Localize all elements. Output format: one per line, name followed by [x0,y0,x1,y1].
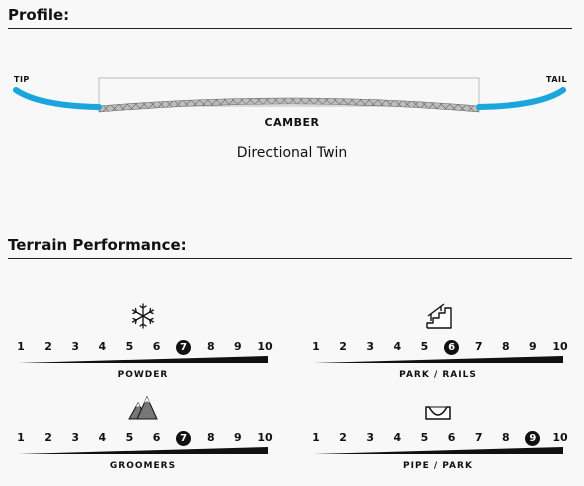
rating-number: 4 [98,340,107,353]
rating-number: 6 [152,431,161,444]
rating-number: 2 [44,340,52,353]
rating-number: 3 [71,340,80,353]
rating-number: 10 [552,431,568,444]
rating-number: 6 [152,340,161,353]
rating-number: 3 [71,431,80,444]
rating-number: 1 [312,431,320,444]
terrain-powder: 1 2 3 4 5 6 7 8 9 10 POWDER [17,302,273,392]
scale-wedge [18,447,268,454]
rating-number: 10 [552,340,568,353]
rating-number: 8 [206,431,215,444]
terrain-label: PARK / RAILS [399,370,477,380]
terrain-heading: Terrain Performance: [8,236,187,254]
terrain-label: PIPE / PARK [403,461,473,471]
terrain-park-rails: 1 2 3 4 5 6 7 8 9 10 PARK / RAILS [312,302,568,392]
terrain-groomers: 1 2 3 4 5 6 7 8 9 10 GROOMERS [17,393,273,483]
board-shape: Directional Twin [236,145,348,161]
rating-scale: 1 2 3 4 5 6 7 8 9 10 [312,339,568,355]
rating-number: 9 [234,340,242,353]
rating-number: 3 [366,340,375,353]
scale-wedge [313,356,563,363]
rating-number: 3 [366,431,375,444]
rating-number: 4 [393,431,402,444]
rating-number: 1 [312,340,320,353]
rating-number: 1 [17,340,25,353]
terrain-label: GROOMERS [109,461,177,471]
rating-number: 5 [125,431,134,444]
rating-number: 8 [501,340,510,353]
camber-label: CAMBER [264,116,320,129]
rating-number: 8 [206,340,215,353]
rating-number: 9 [234,431,242,444]
rating-selected: 7 [176,339,192,355]
rating-number: 10 [257,431,273,444]
rating-selected: 6 [444,339,460,355]
rating-number: 5 [420,431,429,444]
rating-number: 7 [474,431,483,444]
rating-selected: 7 [176,430,192,446]
rating-number: 2 [44,431,52,444]
camber-bracket [98,77,480,107]
rating-number: 7 [474,340,483,353]
rating-number: 8 [501,431,510,444]
rating-scale: 1 2 3 4 5 6 7 8 9 10 [17,430,273,446]
tip-label: TIP [14,75,30,84]
halfpipe-icon [425,406,451,420]
tail-label: TAIL [546,75,568,84]
rating-number: 4 [393,340,402,353]
terrain-label: POWDER [117,370,169,380]
scale-wedge [18,356,268,363]
rating-number: 6 [447,431,456,444]
rating-scale: 1 2 3 4 5 6 7 8 9 10 [312,430,568,446]
rating-scale: 1 2 3 4 5 6 7 8 9 10 [17,339,273,355]
rating-selected: 9 [525,430,541,446]
mountains-icon [128,395,158,420]
rating-number: 5 [125,340,134,353]
rating-number: 4 [98,431,107,444]
terrain-divider [8,258,572,259]
rating-number: 10 [257,340,273,353]
tip-section [13,87,102,110]
terrain-pipe-park: 1 2 3 4 5 6 7 8 9 10 PIPE / PARK [312,393,568,483]
scale-wedge [313,447,563,454]
rating-number: 2 [339,340,347,353]
rating-number: 2 [339,431,347,444]
camber-profile-diagram [13,77,566,113]
rating-number: 9 [529,340,537,353]
profile-heading: Profile: [8,6,70,24]
snowflake-icon [131,303,155,329]
camber-section [98,97,480,113]
rating-number: 5 [420,340,429,353]
stairs-rail-icon [426,303,452,329]
tail-section [476,87,566,110]
rating-number: 1 [17,431,25,444]
profile-divider [8,28,572,29]
